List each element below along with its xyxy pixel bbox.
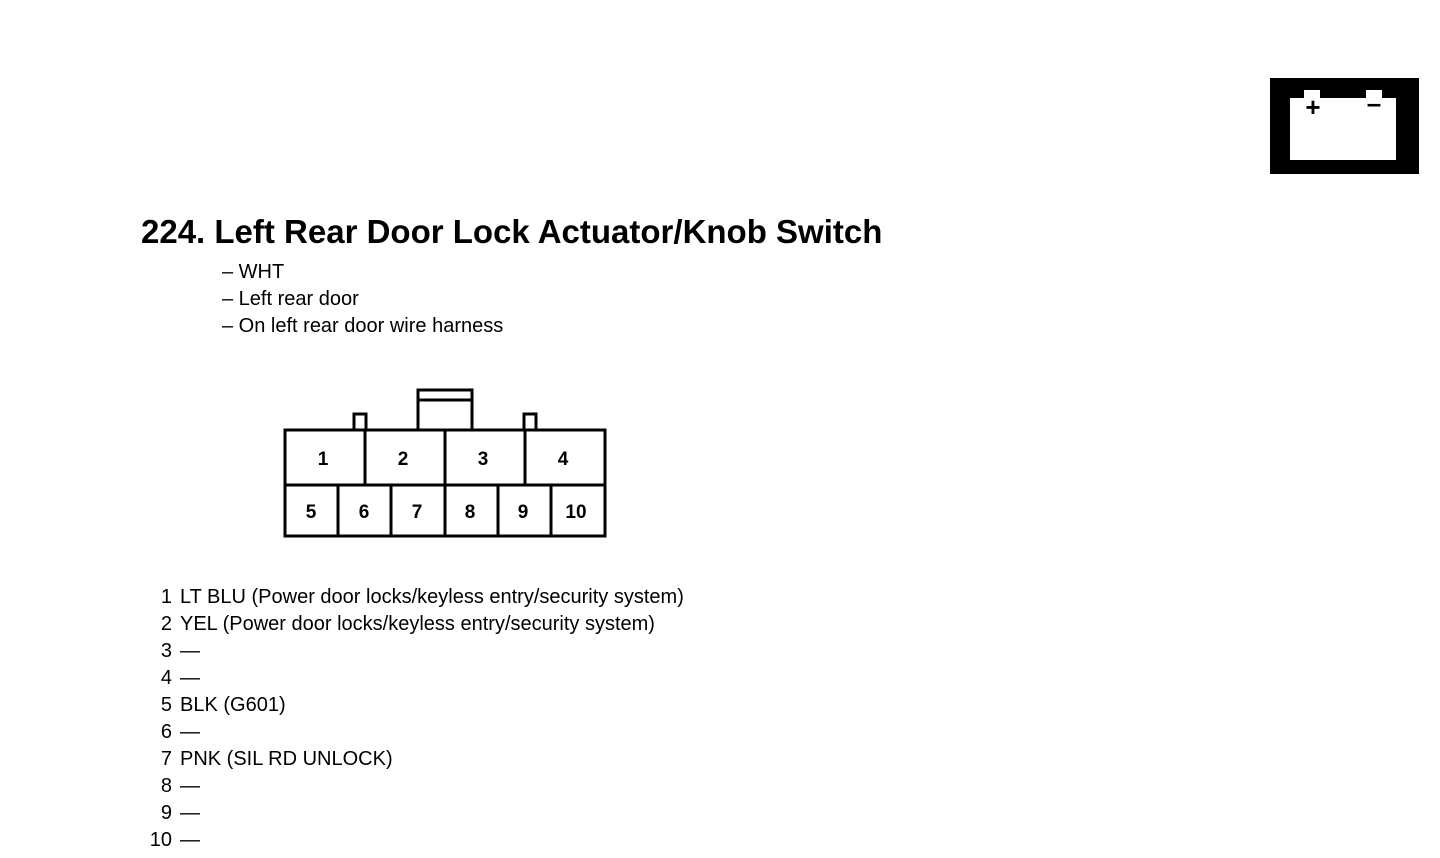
connector-harness: – On left rear door wire harness [222,315,504,337]
pin-row: 9 — [140,800,684,827]
pin-number: 8 [160,775,172,797]
pin-number: 6 [160,721,172,743]
pin-number: 7 [160,748,172,770]
pin-row: 8 — [140,773,684,800]
pin-description: LT BLU (Power door locks/keyless entry/s… [180,586,684,608]
cavity-label: 3 [478,449,489,470]
pin-number: 4 [160,667,172,689]
cavity-label: 4 [558,449,569,470]
pin-description: — [180,802,200,824]
pin-row: 7 PNK (SIL RD UNLOCK) [140,746,684,773]
cavity-label: 8 [465,502,476,523]
pin-row: 1 LT BLU (Power door locks/keyless entry… [140,584,684,611]
battery-minus-symbol: – [1367,88,1381,118]
pin-number: 2 [160,613,172,635]
pin-row: 5 BLK (G601) [140,692,684,719]
connector-location: – Left rear door [222,288,359,310]
key-right [522,412,538,432]
page-title: 224. Left Rear Door Lock Actuator/Knob S… [141,213,883,250]
pin-description: — [180,640,200,662]
cavity-label: 9 [518,502,529,523]
pin-number: 1 [160,586,172,608]
key-left [352,412,368,432]
pin-number: 3 [160,640,172,662]
cavity-label: 2 [398,449,409,470]
pin-row: 3 — [140,638,684,665]
cavity-label: 7 [412,502,423,523]
pin-description: — [180,775,200,797]
pin-row: 6 — [140,719,684,746]
cavity-label: 10 [565,502,586,523]
pin-row: 4 — [140,665,684,692]
cavity-label: 6 [359,502,370,523]
pin-description: BLK (G601) [180,694,286,716]
battery-plus-symbol: + [1305,92,1320,122]
connector-color: – WHT [222,261,285,283]
pin-row: 2 YEL (Power door locks/keyless entry/se… [140,611,684,638]
cavity-label: 1 [318,449,329,470]
pin-row: 10 — [140,827,684,854]
pin-description: — [180,721,200,743]
connector-info-list: – WHT – Left rear door – On left rear do… [222,259,503,340]
pin-list: 1 LT BLU (Power door locks/keyless entry… [140,584,684,854]
pin-description: YEL (Power door locks/keyless entry/secu… [180,613,655,635]
pin-number: 10 [149,829,172,851]
battery-icon: + – [1270,78,1419,174]
pin-number: 5 [160,694,172,716]
pin-number: 9 [160,802,172,824]
pin-description: — [180,667,200,689]
lock-tab [416,388,474,432]
cavity-label: 5 [306,502,317,523]
pin-description: PNK (SIL RD UNLOCK) [180,748,393,770]
connector-diagram: 1 2 3 4 5 6 7 8 9 10 [283,388,607,538]
pin-description: — [180,829,200,851]
